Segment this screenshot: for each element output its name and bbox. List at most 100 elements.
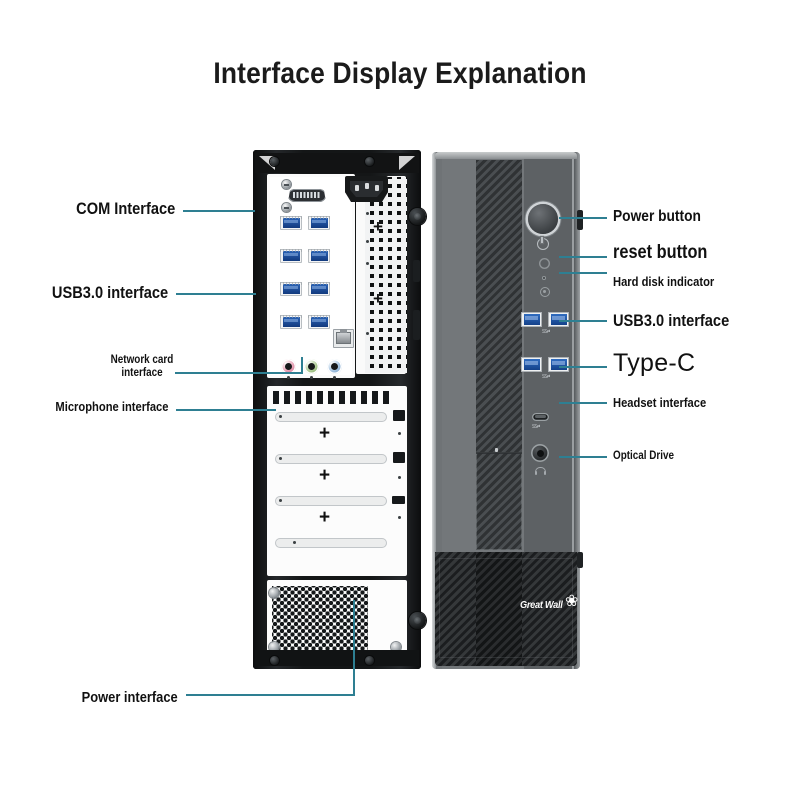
bracket-dot-2 [366, 240, 369, 243]
microphone-jack[interactable] [281, 359, 296, 374]
optical-drive-bay[interactable] [476, 452, 522, 550]
rear-thumbscrew-bottom[interactable] [409, 612, 426, 629]
displayport-output[interactable] [392, 496, 405, 504]
usb3-label-rear-5 [280, 282, 302, 285]
usb3-port-rear-3-cavity [282, 251, 300, 261]
leader-line-lan [175, 372, 303, 374]
bracket-dot-3 [366, 262, 369, 265]
leader-line-usb3-rear [176, 293, 256, 295]
usb3-port-rear-6-cavity [310, 284, 328, 294]
usb3-port-rear-1-cavity [282, 218, 300, 228]
leader-line-usb3-front [559, 320, 607, 322]
usb3-port-rear-4[interactable] [308, 249, 330, 263]
usb3-port-front-1[interactable] [521, 312, 542, 327]
ethernet-port[interactable] [333, 329, 354, 348]
expansion-screw-3: + [319, 507, 331, 528]
expansion-screw-2: + [319, 465, 331, 486]
leader-line-com [183, 210, 255, 212]
label-microphone-interface: Microphone interface [54, 399, 168, 414]
rear-bottom-bezel [255, 650, 419, 666]
front-lower-center-strip [476, 552, 522, 666]
expansion-slot-cover-1 [275, 412, 387, 422]
label-com-interface: COM Interface [75, 199, 175, 218]
power-symbol-icon [537, 237, 549, 250]
rear-screw-bottom-left [270, 656, 279, 665]
hard-disk-indicator-icon [540, 287, 550, 297]
usb3-port-front-3[interactable] [521, 357, 542, 372]
label-reset-button: reset button [613, 242, 708, 263]
expansion-slot-cover-2 [275, 454, 387, 464]
rear-thumbscrew-top[interactable] [409, 208, 426, 225]
expansion-top-vent [273, 391, 391, 404]
rear-vent-grid [365, 177, 407, 373]
line-out-jack[interactable] [304, 359, 319, 374]
usb3-label-rear-4 [308, 249, 330, 252]
usb3-superspeed-mark-1: SS⇄ [542, 329, 550, 335]
rear-screw-bottom-right [365, 656, 374, 665]
leader-line-optical-drive [559, 456, 607, 458]
rear-top-bezel [255, 153, 419, 173]
rear-io-surface [270, 177, 354, 379]
psu-screw-top-left [269, 588, 279, 598]
usb3-port-front-2-cavity [550, 314, 567, 325]
usb3-port-rear-8-cavity [310, 317, 328, 327]
expansion-screw-1: + [319, 423, 331, 444]
hdmi-output-2[interactable] [393, 452, 405, 463]
label-headset-interface: Headset interface [613, 395, 707, 410]
front-side-tab-lower [577, 552, 583, 568]
usb3-port-rear-2-cavity [310, 218, 328, 228]
label-network-card-interface: Network card interface [110, 354, 174, 379]
slot-dot-1 [279, 415, 282, 418]
usb3-port-rear-5[interactable] [280, 282, 302, 296]
label-hard-disk-indicator: Hard disk indicator [613, 274, 715, 289]
gpu-dot-2 [398, 476, 401, 479]
leader-line-reset-button [559, 256, 607, 258]
hard-disk-indicator [542, 276, 546, 280]
usb3-port-rear-1[interactable] [280, 216, 302, 230]
usb3-port-rear-2[interactable] [308, 216, 330, 230]
bracket-dot-4 [366, 332, 369, 335]
line-in-jack[interactable] [327, 359, 342, 374]
usb3-port-rear-6[interactable] [308, 282, 330, 296]
power-button[interactable] [528, 204, 558, 234]
usb3-port-rear-7-cavity [282, 317, 300, 327]
usb3-port-front-2[interactable] [548, 312, 569, 327]
front-edge-right [574, 152, 580, 669]
com-port[interactable] [284, 187, 330, 204]
brand-logo: Great Wall [520, 600, 563, 611]
label-power-button: Power button [613, 208, 701, 225]
usb3-superspeed-mark-2: SS⇄ [542, 374, 550, 380]
rear-screw-top-left [270, 157, 279, 166]
bracket-screw-1: + [373, 217, 383, 236]
label-usb3-rear: USB3.0 interface [51, 283, 168, 302]
usb3-port-front-3-cavity [523, 359, 540, 370]
power-socket-pin-left [355, 185, 359, 191]
headset-jack[interactable] [531, 444, 549, 462]
usb3-label-rear-1 [280, 216, 302, 219]
rear-panel: + + [253, 150, 426, 669]
brand-emblem-icon: ❀ [565, 593, 579, 610]
power-socket-pin-right [375, 185, 379, 191]
ethernet-port-notch [340, 329, 347, 333]
leader-line-headset [559, 402, 607, 404]
front-panel: SS⇄ SS⇄ SS⇄ Great Wall ❀ [432, 152, 583, 669]
label-power-interface: Power interface [81, 689, 178, 706]
hdmi-output-1[interactable] [393, 410, 405, 421]
slot-dot-4 [293, 541, 296, 544]
optical-drive-slot [476, 452, 522, 454]
gpu-dot-3 [398, 516, 401, 519]
headphone-icon [535, 467, 546, 475]
type-c-port[interactable] [532, 413, 549, 421]
usb3-label-rear-7 [280, 315, 302, 318]
usb3-label-rear-3 [280, 249, 302, 252]
usb3-port-rear-3[interactable] [280, 249, 302, 263]
label-type-c: Type-C [613, 349, 696, 377]
bracket-screw-2: + [373, 289, 383, 308]
com-thumbscrew-bottom [282, 203, 291, 212]
reset-button[interactable] [539, 258, 550, 269]
usb3-port-rear-7[interactable] [280, 315, 302, 329]
usb3-port-front-4[interactable] [548, 357, 569, 372]
usb3-port-rear-8[interactable] [308, 315, 330, 329]
front-side-tab [577, 210, 583, 230]
